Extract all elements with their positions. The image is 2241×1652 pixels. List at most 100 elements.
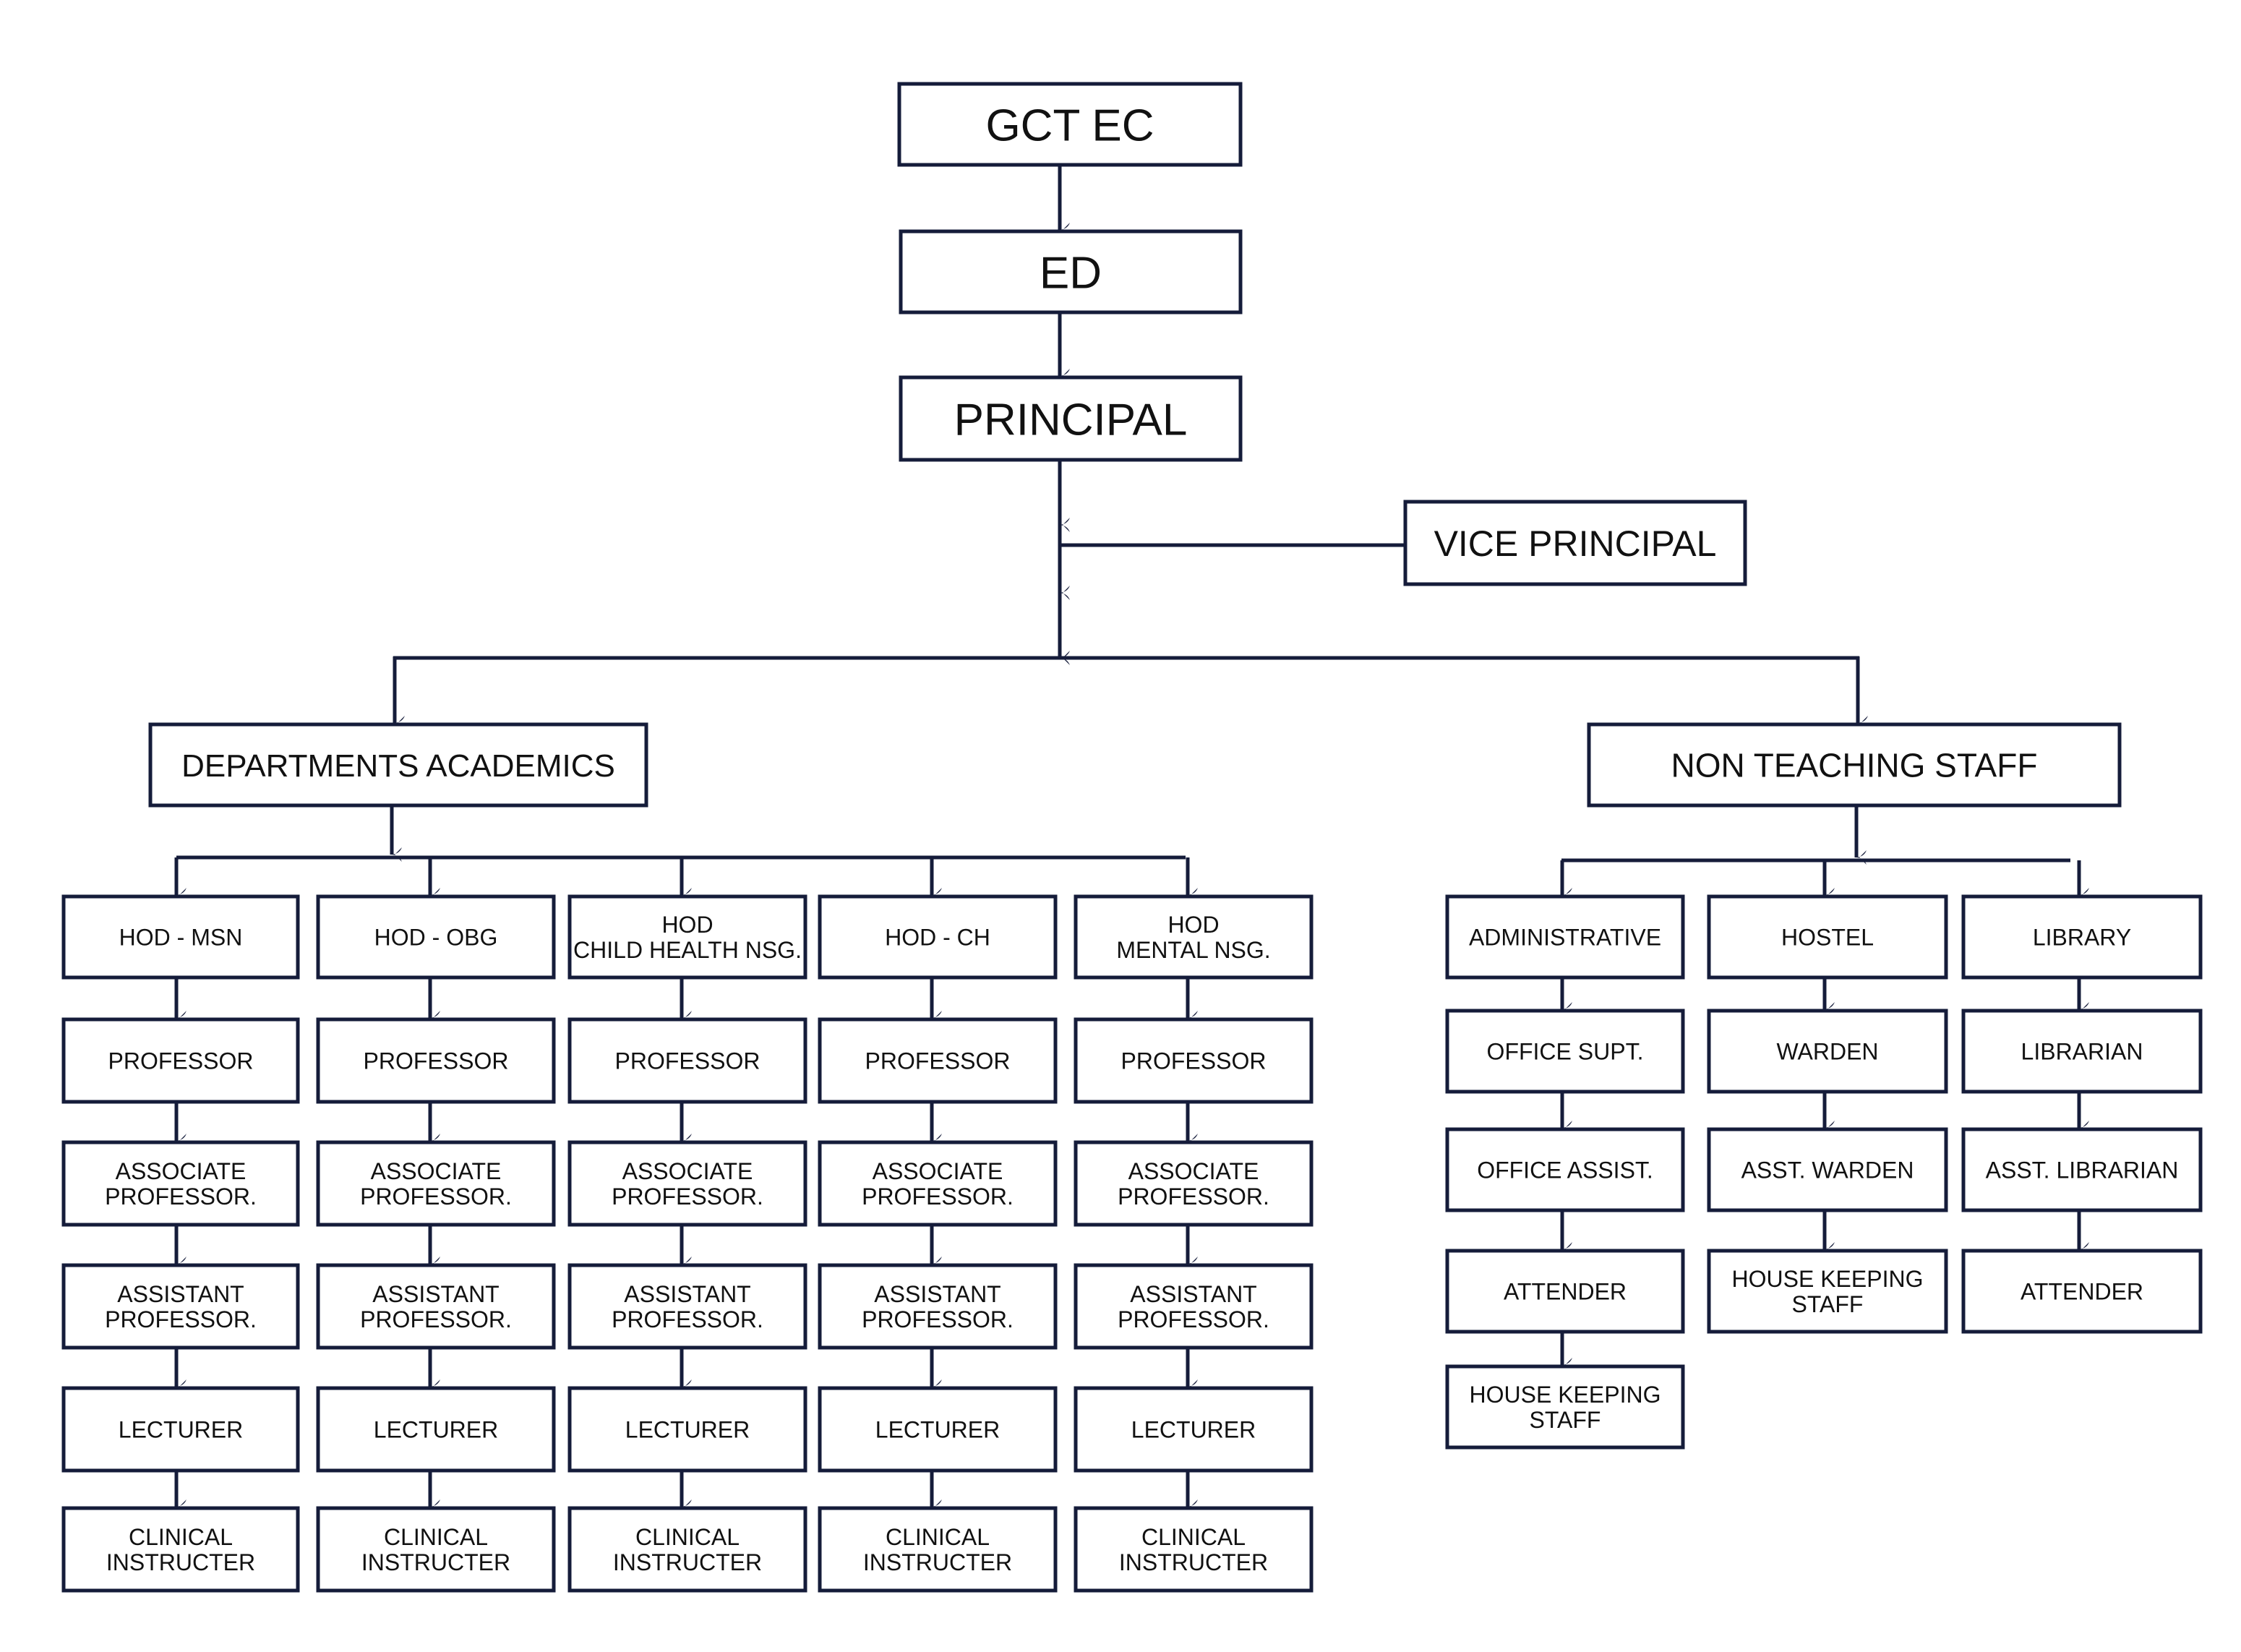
- node-role-box: [567, 1017, 807, 1104]
- node-unit-head: ADMINISTRATIVE: [1445, 894, 1685, 980]
- node-unit-role: OFFICE SUPT.: [1445, 1009, 1685, 1094]
- node-role-label: INSTRUCTER: [863, 1549, 1012, 1575]
- node-unit-role-label: ATTENDER: [2021, 1279, 2143, 1305]
- node-hod-box: [316, 894, 556, 980]
- node-unit-role-label: ATTENDER: [1504, 1279, 1627, 1305]
- node-role-label: LECTURER: [1131, 1417, 1256, 1443]
- node-role-box: [567, 1140, 807, 1227]
- node-role-box: [1074, 1017, 1314, 1104]
- node-role: PROFESSOR: [61, 1017, 300, 1104]
- node-role: LECTURER: [567, 1386, 807, 1473]
- node-unit-head-label: HOSTEL: [1781, 925, 1874, 951]
- node-role-label: LECTURER: [625, 1417, 750, 1443]
- node-role: PROFESSOR: [818, 1017, 1058, 1104]
- node-role: LECTURER: [1074, 1386, 1314, 1473]
- node-unit-role-box: [1445, 1364, 1685, 1450]
- node-unit-head-box: [1961, 894, 2203, 980]
- node-role-label: CLINICAL: [129, 1524, 233, 1550]
- node-role-box: [567, 1263, 807, 1350]
- node-role-box: [61, 1017, 300, 1104]
- node-role-label: LECTURER: [374, 1417, 498, 1443]
- node-role-label: ASSOCIATE: [1128, 1158, 1259, 1184]
- node-hod: HOD - MSN: [61, 894, 300, 980]
- node-unit-role: ASST. LIBRARIAN: [1961, 1127, 2203, 1212]
- node-role-label: PROFESSOR.: [612, 1184, 763, 1210]
- node-unit-role-label: LIBRARIAN: [2021, 1039, 2143, 1065]
- node-role-box: [567, 1386, 807, 1473]
- node-role-label: CLINICAL: [1141, 1524, 1246, 1550]
- node-role-label: PROFESSOR.: [105, 1184, 257, 1210]
- node-role-box: [1074, 1140, 1314, 1227]
- node-unit-role: OFFICE ASSIST.: [1445, 1127, 1685, 1212]
- node-role-label: ASSOCIATE: [622, 1158, 753, 1184]
- node-role-label: PROFESSOR.: [105, 1306, 257, 1332]
- node-departments-academics: DEPARTMENTS ACADEMICS: [148, 722, 648, 808]
- node-unit-role-box: [1961, 1249, 2203, 1334]
- node-role-box: [818, 1386, 1058, 1473]
- node-role-label: PROFESSOR.: [862, 1184, 1014, 1210]
- node-unit-head: HOSTEL: [1707, 894, 1948, 980]
- node-role-label: INSTRUCTER: [613, 1549, 762, 1575]
- node-role-label: ASSOCIATE: [116, 1158, 247, 1184]
- node-unit-role-box: [1961, 1127, 2203, 1212]
- node-vice-principal-label: VICE PRINCIPAL: [1434, 523, 1717, 564]
- node-non-teaching-staff-box: [1587, 722, 2122, 808]
- node-role-box: [567, 1506, 807, 1593]
- node-hod-box: [61, 894, 300, 980]
- node-unit-role-box: [1445, 1249, 1685, 1334]
- node-unit-head-label: ADMINISTRATIVE: [1469, 925, 1661, 951]
- node-gct-ec-box: [897, 82, 1243, 167]
- node-gct-ec-label: GCT EC: [985, 100, 1154, 150]
- node-hod-label: HOD - OBG: [374, 925, 498, 951]
- node-role-label: PROFESSOR: [615, 1048, 760, 1074]
- node-unit-role-box: [1707, 1009, 1948, 1094]
- node-role-label: ASSOCIATE: [873, 1158, 1003, 1184]
- node-role-label: ASSISTANT: [372, 1281, 499, 1307]
- node-role-label: CLINICAL: [886, 1524, 990, 1550]
- node-unit-role: ASST. WARDEN: [1707, 1127, 1948, 1212]
- node-role-label: PROFESSOR.: [360, 1306, 512, 1332]
- node-role-label: PROFESSOR: [364, 1048, 509, 1074]
- node-role-box: [818, 1506, 1058, 1593]
- node-ed: ED: [899, 229, 1243, 314]
- node-gct-ec: GCT EC: [897, 82, 1243, 167]
- node-unit-role-label: ASST. WARDEN: [1741, 1157, 1914, 1184]
- node-unit-role-label: STAFF: [1530, 1407, 1601, 1433]
- node-hod-box: [818, 894, 1058, 980]
- node-hod-label: HOD - MSN: [119, 925, 243, 951]
- node-role-label: PROFESSOR.: [360, 1184, 512, 1210]
- node-hod: HOD - OBG: [316, 894, 556, 980]
- node-non-teaching-staff-label: NON TEACHING STAFF: [1671, 747, 2038, 784]
- node-role-box: [1074, 1263, 1314, 1350]
- node-unit-role-label: OFFICE ASSIST.: [1477, 1157, 1653, 1184]
- node-vice-principal-box: [1403, 500, 1747, 586]
- node-unit-role-label: HOUSE KEEPING: [1470, 1382, 1661, 1408]
- node-role-box: [316, 1017, 556, 1104]
- node-unit-role-box: [1445, 1127, 1685, 1212]
- node-unit-role-box: [1445, 1009, 1685, 1094]
- node-role-label: INSTRUCTER: [361, 1549, 510, 1575]
- node-departments-academics-label: DEPARTMENTS ACADEMICS: [181, 748, 615, 784]
- node-role-box: [61, 1386, 300, 1473]
- node-principal: PRINCIPAL: [899, 375, 1243, 462]
- node-role-label: INSTRUCTER: [106, 1549, 255, 1575]
- node-role: PROFESSOR: [567, 1017, 807, 1104]
- node-role-box: [1074, 1506, 1314, 1593]
- node-unit-role-label: OFFICE SUPT.: [1487, 1039, 1644, 1065]
- node-role-box: [818, 1140, 1058, 1227]
- node-unit-role: LIBRARIAN: [1961, 1009, 2203, 1094]
- node-unit-role-box: [1961, 1009, 2203, 1094]
- node-principal-label: PRINCIPAL: [954, 395, 1188, 445]
